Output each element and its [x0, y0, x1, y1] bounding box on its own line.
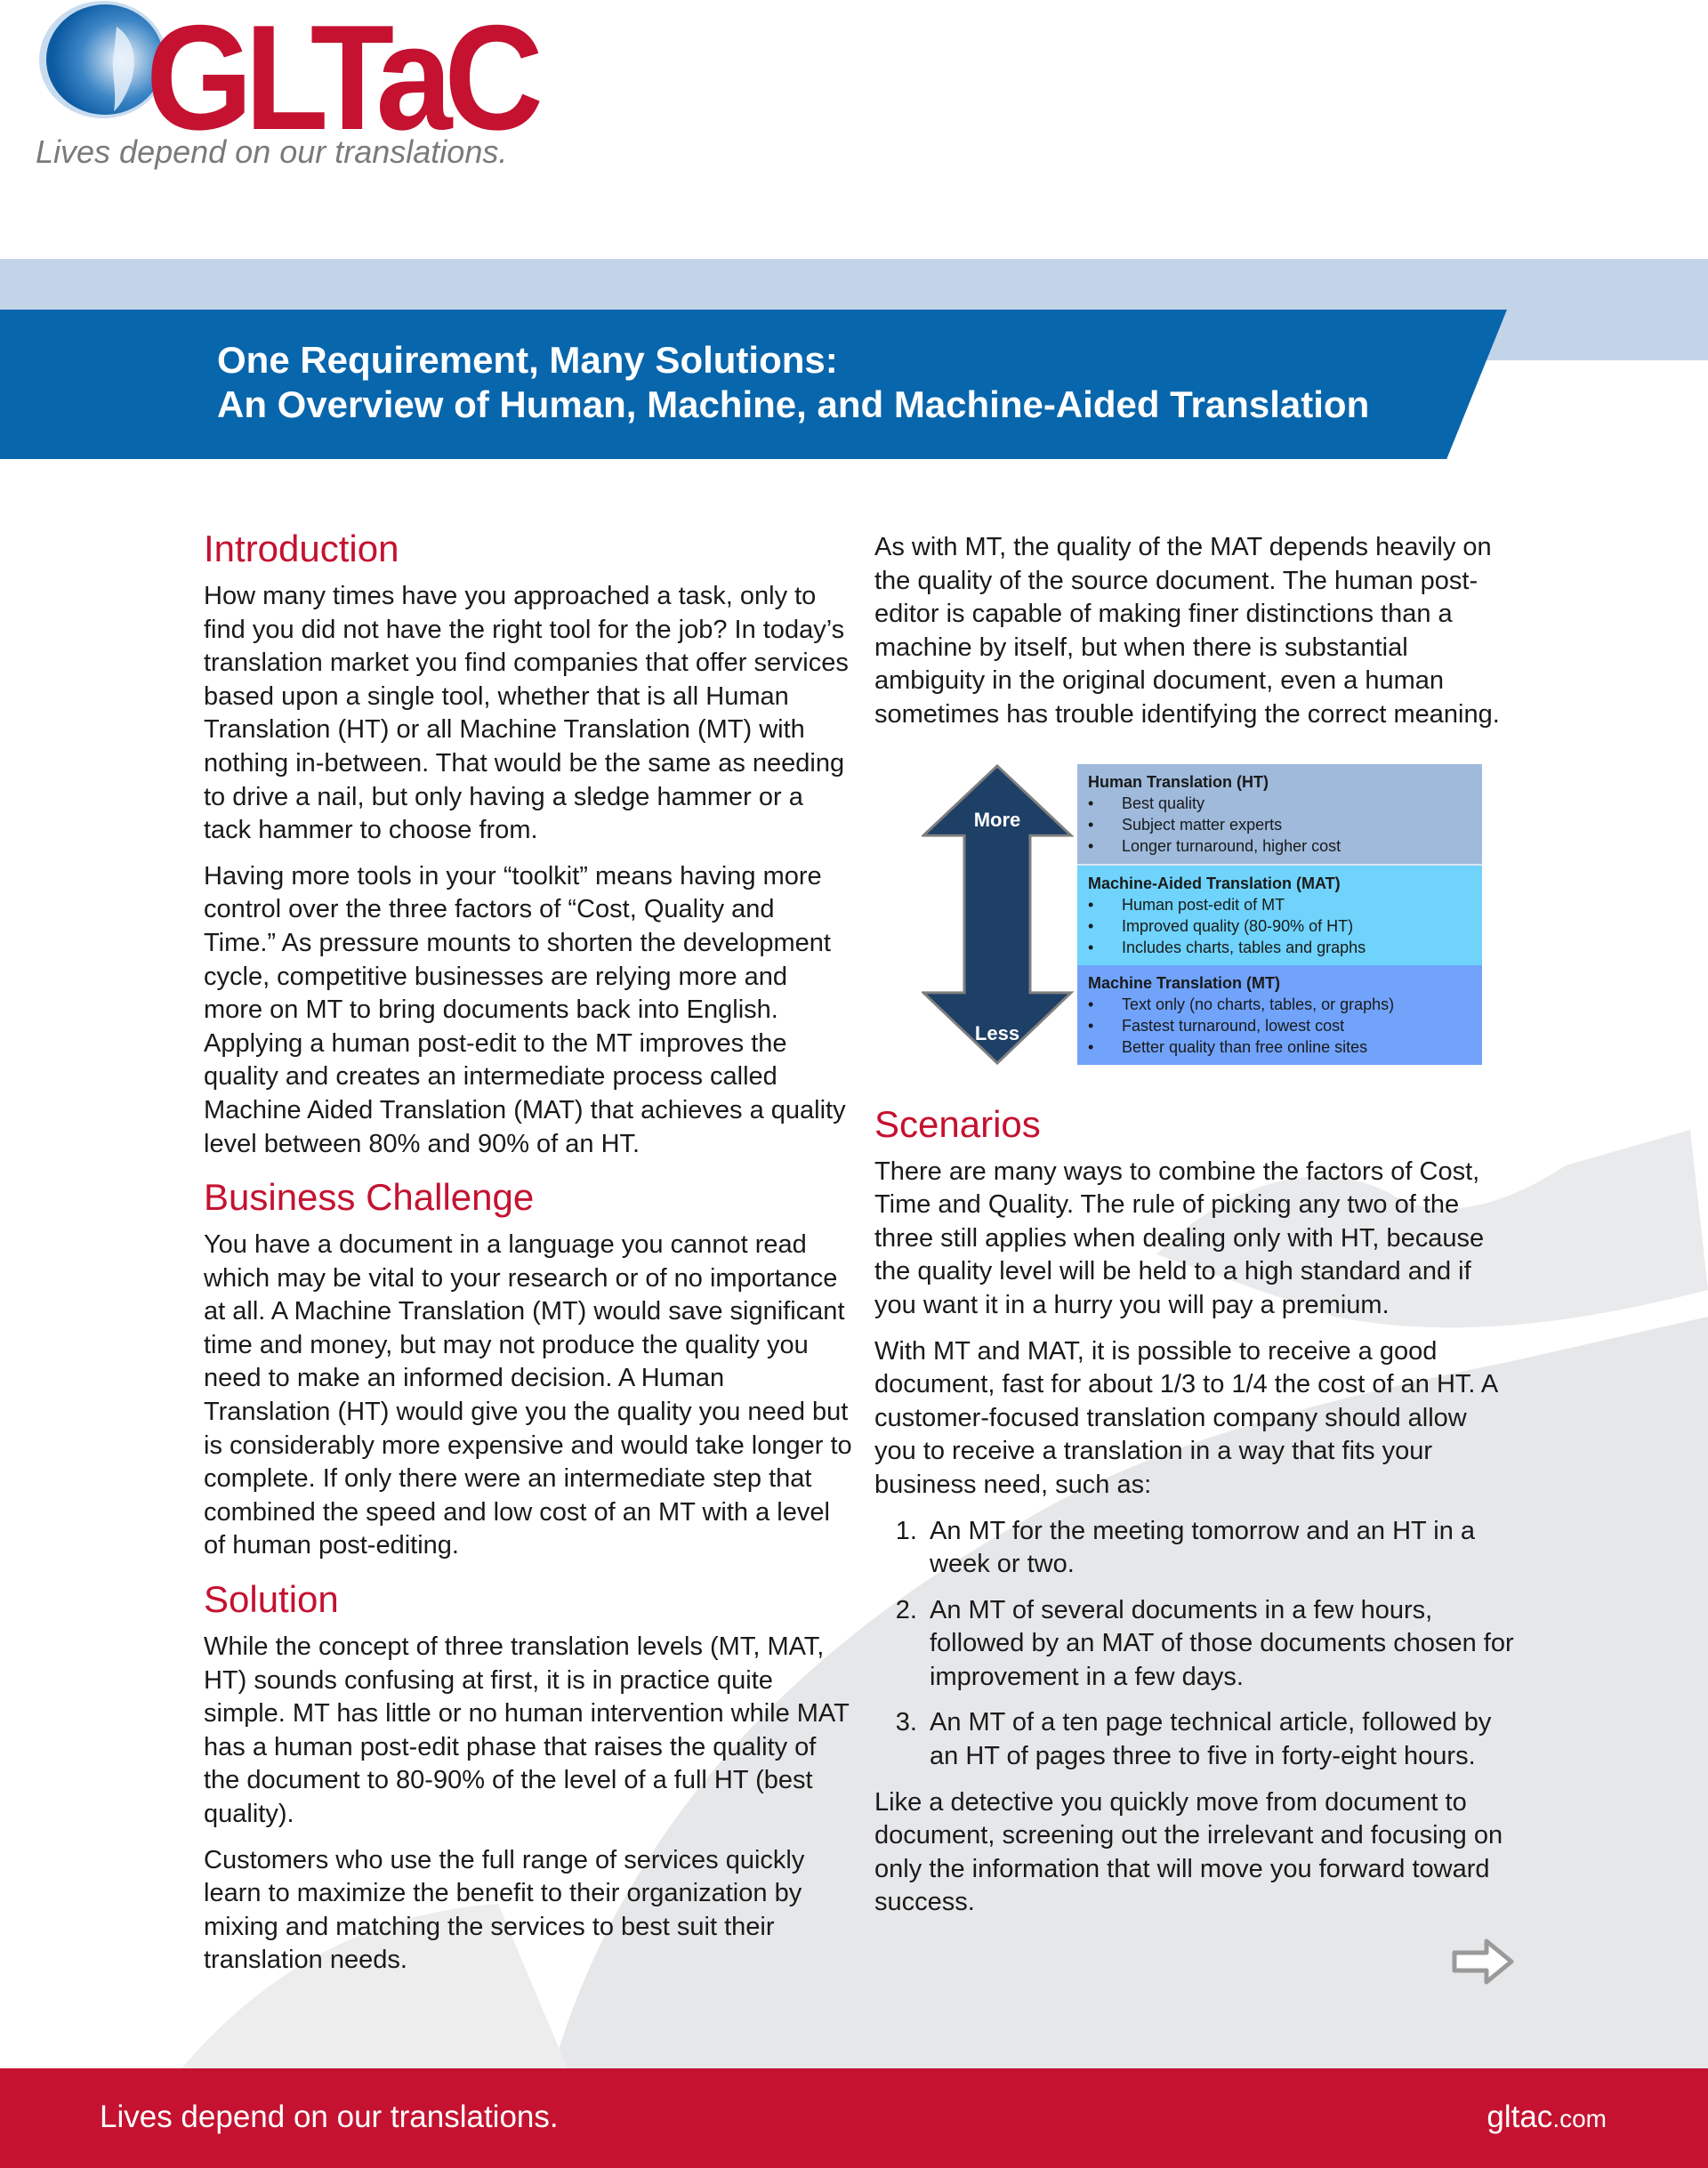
- mat-item: Human post-edit of MT: [1088, 894, 1471, 915]
- intro-paragraph: How many times have you approached a tas…: [204, 582, 849, 845]
- footer-band: Lives depend on our translations. gltac.…: [0, 2068, 1708, 2168]
- mat-item: Includes charts, tables and graphs: [1088, 937, 1471, 958]
- business-challenge-heading: Business Challenge: [204, 1176, 535, 1219]
- ht-title: Human Translation (HT): [1088, 772, 1269, 791]
- scenarios-paragraph: With MT and MAT, it is possible to recei…: [874, 1336, 1497, 1499]
- main-content: Introduction How many times have you app…: [0, 0, 1708, 2068]
- mat-item: Improved quality (80-90% of HT): [1088, 915, 1471, 937]
- mat-title: Machine-Aided Translation (MAT): [1088, 874, 1341, 892]
- right-column: As with MT, the quality of the MAT depen…: [874, 525, 1515, 2022]
- mt-item: Better quality than free online sites: [1088, 1036, 1471, 1058]
- arrow-right-outline-icon[interactable]: [1451, 1938, 1515, 1986]
- scenarios-list: An MT for the meeting tomorrow and an HT…: [874, 1515, 1515, 1774]
- translation-level-boxes: Human Translation (HT) Best quality Subj…: [1077, 763, 1482, 1065]
- double-arrow: More Less: [922, 763, 1077, 1065]
- double-arrow-icon: [922, 763, 1075, 1065]
- list-item: An MT of a ten page technical article, f…: [924, 1706, 1515, 1773]
- intro-paragraph: Having more tools in your “toolkit” mean…: [204, 861, 846, 1158]
- ht-item: Longer turnaround, higher cost: [1088, 835, 1471, 857]
- footer-website-link[interactable]: gltac.com: [1486, 2099, 1607, 2138]
- header-band: One Requirement, Many Solutions: An Over…: [0, 310, 1507, 459]
- site-name: gltac: [1486, 2099, 1553, 2134]
- introduction-heading: Introduction: [204, 528, 399, 569]
- mt-box: Machine Translation (MT) Text only (no c…: [1077, 964, 1482, 1065]
- list-item: An MT for the meeting tomorrow and an HT…: [924, 1515, 1515, 1582]
- arrow-label-less: Less: [974, 1021, 1020, 1044]
- title-line-1: One Requirement, Many Solutions:: [217, 339, 838, 381]
- ht-box: Human Translation (HT) Best quality Subj…: [1077, 763, 1482, 866]
- mat-paragraph: As with MT, the quality of the MAT depen…: [874, 533, 1500, 729]
- solution-paragraph: While the concept of three translation l…: [204, 1632, 850, 1828]
- mt-item: Fastest turnaround, lowest cost: [1088, 1015, 1471, 1036]
- mt-title: Machine Translation (MT): [1088, 973, 1281, 992]
- footer-tagline: Lives depend on our translations.: [100, 2099, 559, 2134]
- left-column: Introduction How many times have you app…: [204, 525, 853, 1990]
- list-item: An MT of several documents in a few hour…: [924, 1594, 1515, 1695]
- solution-paragraph: Customers who use the full range of serv…: [204, 1845, 805, 1975]
- mt-item: Text only (no charts, tables, or graphs): [1088, 994, 1471, 1015]
- translation-levels-diagram: More Less Human Translation (HT) Best qu…: [922, 763, 1482, 1065]
- world-map-background: [178, 1130, 1708, 2073]
- challenge-paragraph: You have a document in a language you ca…: [204, 1230, 852, 1560]
- ht-item: Subject matter experts: [1088, 814, 1471, 835]
- scenarios-heading: Scenarios: [874, 1102, 1041, 1145]
- scenarios-paragraph: There are many ways to combine the facto…: [874, 1157, 1485, 1319]
- closing-paragraph: Like a detective you quickly move from d…: [874, 1787, 1503, 1917]
- arrow-label-more: More: [973, 808, 1021, 831]
- page-title: One Requirement, Many Solutions: An Over…: [217, 338, 1369, 427]
- globe-icon: [39, 1, 165, 118]
- mat-box: Machine-Aided Translation (MAT) Human po…: [1077, 865, 1482, 965]
- logo-tagline: Lives depend on our translations.: [36, 133, 508, 170]
- logo-wordmark: GLTaC: [146, 0, 544, 161]
- gltac-logo: GLTaC Lives depend on our translations.: [32, 0, 544, 178]
- title-line-2: An Overview of Human, Machine, and Machi…: [217, 383, 1370, 425]
- site-tld: .com: [1552, 2105, 1607, 2132]
- solution-heading: Solution: [204, 1578, 339, 1621]
- ht-item: Best quality: [1088, 793, 1471, 814]
- next-page-control: [874, 1938, 1515, 1995]
